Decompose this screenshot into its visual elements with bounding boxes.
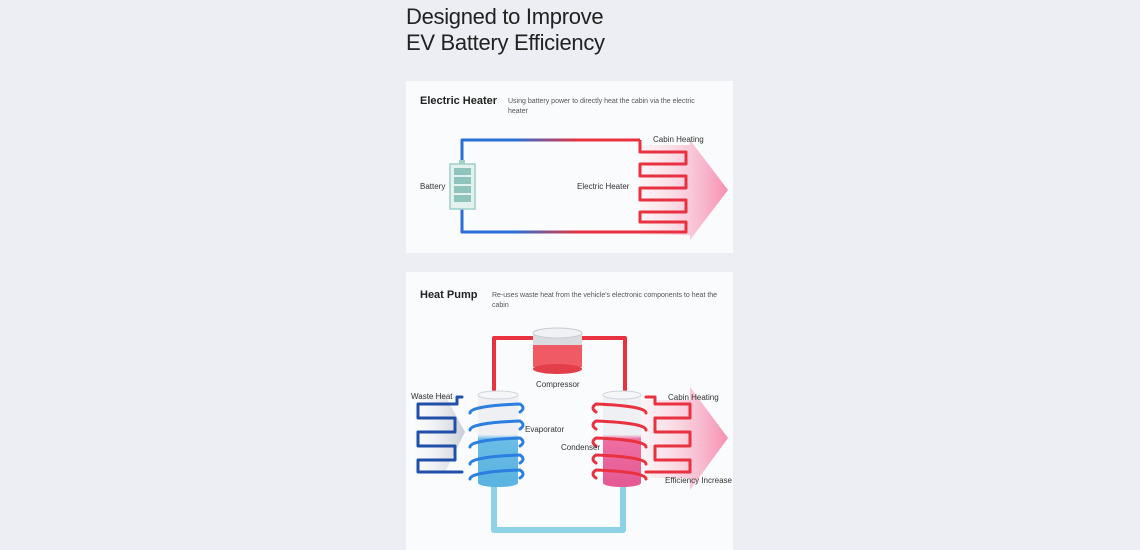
- waste-heat-label: Waste Heat: [411, 392, 453, 401]
- electric-heater-title: Electric Heater: [420, 95, 498, 107]
- headline-line-2: EV Battery Efficiency: [406, 30, 605, 55]
- evaporator-label: Evaporator: [525, 425, 565, 434]
- condenser-label: Condenser: [561, 443, 601, 452]
- heat-exchanger-coils: [416, 395, 692, 481]
- battery-label: Battery: [420, 182, 446, 191]
- heat-pump-title: Heat Pump: [420, 289, 478, 301]
- heat-pump-description: Re-uses waste heat from the vehicle's el…: [492, 292, 718, 309]
- electric-heater-description: Using battery power to directly heat the…: [508, 98, 695, 115]
- cabin-heating-label: Cabin Heating: [653, 135, 704, 144]
- efficiency-increase-label: Efficiency Increase: [665, 476, 732, 485]
- battery-icon: [449, 160, 476, 210]
- cabin-heating-label-2: Cabin Heating: [668, 393, 719, 402]
- compressor-label: Compressor: [536, 380, 580, 389]
- cabin-heating-arrow: [640, 140, 728, 240]
- electric-circuit: [460, 138, 688, 234]
- refrigerant-pipes: [491, 336, 627, 533]
- electric-heater-label: Electric Heater: [577, 182, 630, 191]
- compressor-icon: [532, 327, 583, 374]
- headline-line-1: Designed to Improve: [406, 4, 604, 29]
- cabin-heating-arrow-2: [640, 387, 728, 490]
